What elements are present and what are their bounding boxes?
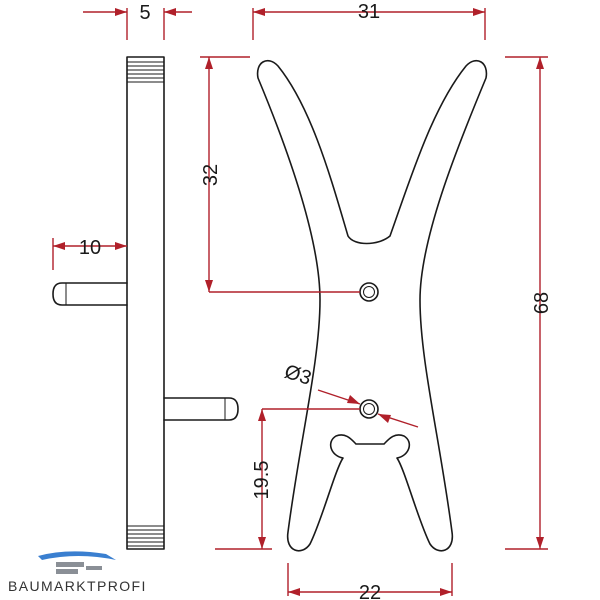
front-view — [256, 59, 488, 552]
dim-hole-from-bottom: 19.5 — [215, 408, 360, 550]
side-bar — [126, 56, 165, 550]
dim-label-side-thickness: 5 — [139, 2, 150, 24]
dim-width-top: 31 — [252, 1, 486, 40]
dim-label-overall-height: 68 — [531, 292, 553, 314]
dim-label-pin-length: 10 — [79, 237, 101, 259]
x-plate-outline — [256, 59, 488, 552]
pin-right — [163, 397, 239, 421]
brand-name: BAUMARKTPROFI — [8, 578, 147, 594]
dim-side-thickness: 5 — [83, 2, 192, 40]
upper-hole — [359, 282, 379, 302]
side-view — [52, 56, 239, 550]
dim-width-bottom: 22 — [287, 563, 453, 600]
knurl-bottom — [127, 525, 164, 547]
dim-label-width-bottom: 22 — [359, 582, 381, 600]
dim-overall-height: 68 — [505, 56, 553, 550]
brand-logo: BAUMARKTPROFI — [8, 548, 168, 598]
dim-label-width-top: 31 — [358, 1, 380, 23]
knurl-top — [127, 61, 164, 83]
lower-hole — [359, 399, 379, 419]
dim-label-hole-diameter: Ø3 — [282, 361, 314, 390]
dim-pin-length: 10 — [52, 237, 127, 270]
dim-label-hole-from-bottom: 19.5 — [251, 461, 273, 500]
pin-left — [52, 282, 128, 306]
dim-hole-diameter: Ø3 — [282, 361, 419, 428]
brand-logo-mark — [38, 551, 116, 574]
dim-label-hole-spacing-top: 32 — [200, 164, 222, 186]
dim-hole-spacing-top: 32 — [200, 56, 360, 293]
